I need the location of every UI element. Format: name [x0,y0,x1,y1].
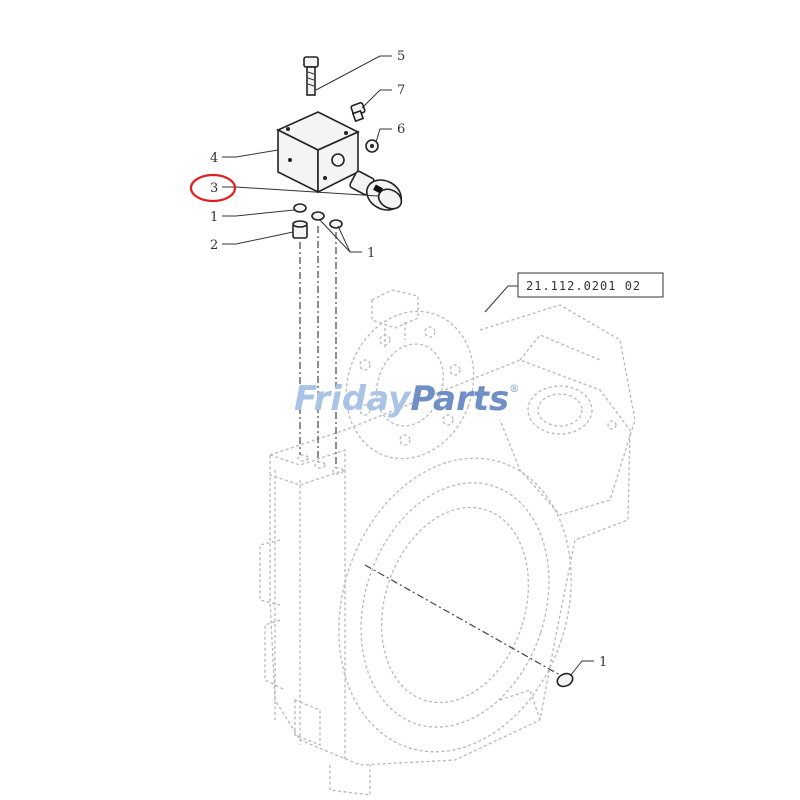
callout-3: 3 [210,181,218,196]
callout-5: 5 [397,49,405,64]
transmission-housing-outline [259,289,636,796]
callout-2: 2 [210,238,218,253]
callout-1-upper-left: 1 [210,210,218,225]
svg-text:FridayParts®: FridayParts® [294,379,519,419]
reference-code-text: 21.112.0201 02 [526,279,641,293]
callout-7: 7 [397,83,405,98]
assembly-axis-lines [299,226,561,676]
watermark-parts: Parts [410,379,509,419]
reference-code-box: 21.112.0201 02 [517,272,664,298]
highlight-ring [189,173,237,203]
watermark-registered: ® [509,384,519,395]
callout-1-lower: 1 [599,655,607,670]
watermark-friday: Friday [294,379,412,419]
callout-labels: 5 7 6 4 3 1 2 1 1 [210,49,607,670]
part-plug [365,139,379,153]
port-holes [297,454,344,475]
part-bushing [292,220,308,239]
callout-4: 4 [210,151,218,166]
part-fitting-small [350,102,366,123]
part-cartridge [349,170,403,211]
part-o-rings [293,203,574,688]
callout-1-upper-right: 1 [367,246,375,261]
callout-6: 6 [397,122,405,137]
part-valve-block [276,111,360,194]
part-bolt [303,56,319,96]
brand-watermark: FridayParts® [294,379,519,419]
